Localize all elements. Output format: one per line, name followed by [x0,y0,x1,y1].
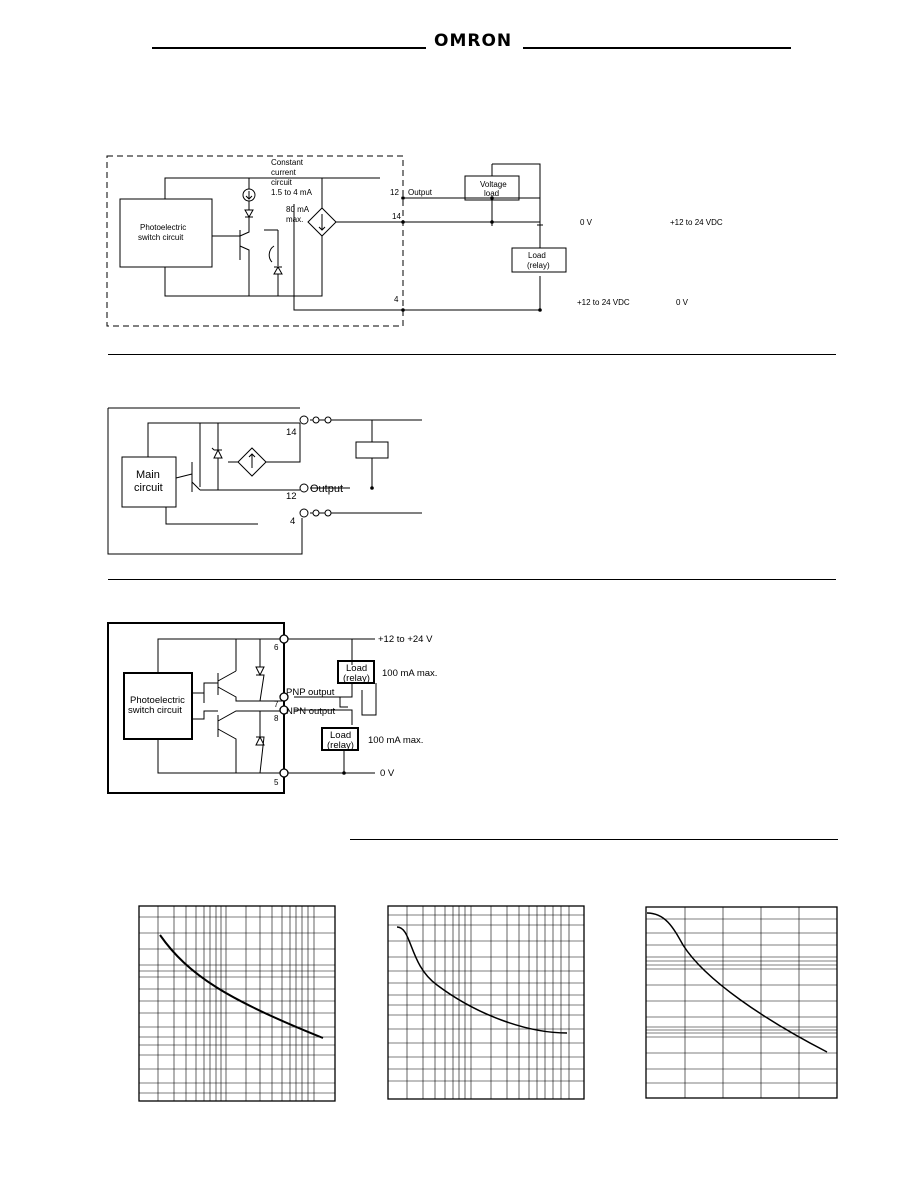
terminal-14-label-2: 14 [286,427,297,438]
relay-load-box [511,247,567,273]
npn-output-label: NPN output [286,706,335,717]
terminal-8-label: 8 [274,714,279,723]
npn-max-label: 100 mA max. [368,735,423,746]
circuit-label-3-line-1: Photoelectric [130,695,185,706]
wiring-diagram-main-circuit: Main circuit 14 12 4 Output [107,407,422,555]
supply-bottom-label: +12 to 24 VDC [577,298,630,307]
max-current-line-1: 80 mA [286,205,310,214]
constant-current-line-1: Constant [271,158,304,167]
pnp-load-line-1: Load [346,663,367,674]
characteristic-graph-3 [645,906,838,1099]
constant-current-line-2: current [271,168,297,177]
output-label: Output [408,188,433,197]
section-divider-3 [350,839,838,840]
terminal-12-label: 12 [390,188,399,197]
relay-box-2 [355,441,389,459]
diode-1 [244,209,254,219]
housing-outline-2 [107,407,303,555]
terminal-5-label: 5 [274,778,279,787]
constant-current-diamond [237,447,267,477]
terminal-4-label: 4 [394,295,399,304]
pnp-output-label: PNP output [286,687,335,698]
voltage-load-line-1: Voltage [480,180,507,189]
pnp-max-label: 100 mA max. [382,668,437,679]
pnp-load-box [337,660,375,684]
brand-logo: OMRON [434,31,513,51]
constant-current-line-3: circuit [271,178,293,187]
terminal-12-label-2: 12 [286,491,297,502]
zero-v-bottom-label: 0 V [676,298,689,307]
header-rule-right [523,47,791,49]
terminal-4-label-2: 4 [290,516,295,527]
wiring-diagram-2wire: Constant current circuit 1.5 to 4 mA 80 … [106,155,723,327]
output-label-2: Output [310,483,343,495]
zero-v-right-label: 0 V [580,218,593,227]
supply-right-label: +12 to 24 VDC [670,218,723,227]
main-circuit-block [121,456,177,508]
circuit-label-line-1: Photoelectric [140,223,186,232]
housing-outline-3 [107,622,285,794]
constant-current-line-4: 1.5 to 4 mA [271,188,313,197]
terminal-14-label: 14 [392,212,401,221]
circuit-label-3-line-2: switch circuit [128,705,182,716]
header-rule-left [152,47,426,49]
npn-load-line-2: (relay) [327,740,354,751]
graph-2-curve [396,926,568,1034]
supply-label-3: +12 to +24 V [378,634,433,645]
wiring-diagram-pnp-npn: Photoelectric switch circuit 6 7 8 5 +12… [107,622,437,794]
diode-2 [273,265,283,275]
terminal-7-label: 7 [274,700,279,709]
relay-load-line-2: (relay) [527,261,550,270]
characteristic-graph-2 [387,905,585,1100]
circuit-label-line-2: switch circuit [138,233,184,242]
section-divider-1 [108,354,836,355]
voltage-load-line-2: load [484,189,499,198]
npn-load-box [321,727,359,751]
graph-1-curve [159,934,324,1039]
pnp-load-line-2: (relay) [343,673,370,684]
zero-v-label-3: 0 V [380,768,395,779]
section-divider-2 [108,579,836,580]
characteristic-graph-1 [138,905,336,1102]
graph-3-curve [646,912,828,1053]
main-circuit-line-1: Main [136,469,160,481]
max-current-line-2: max. [286,215,303,224]
terminal-6-label: 6 [274,643,279,652]
npn-load-line-1: Load [330,730,351,741]
sensor-housing-outline [106,155,404,327]
circuit-block [119,198,213,268]
main-circuit-line-2: circuit [134,482,163,494]
relay-load-line-1: Load [528,251,546,260]
